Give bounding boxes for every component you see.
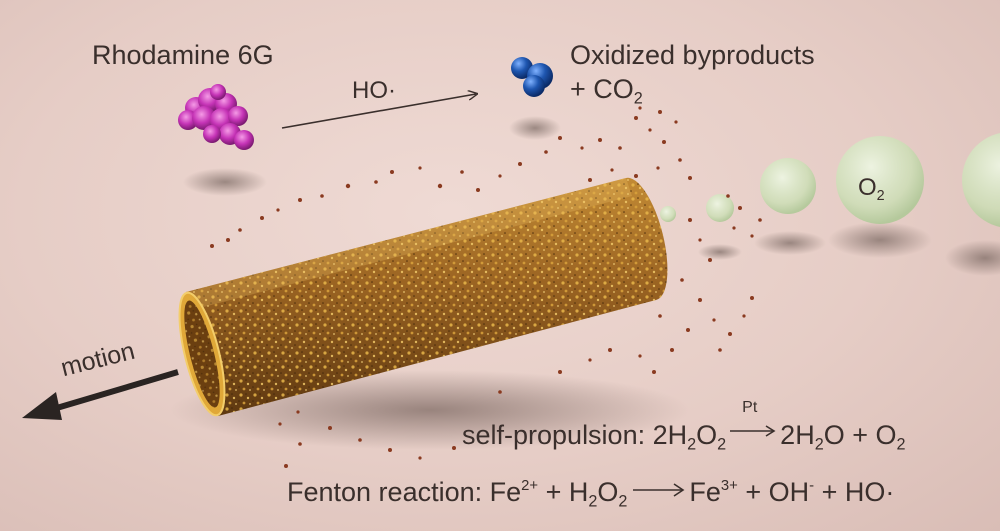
fenton-arrow-icon [633, 483, 685, 497]
bubble-shadow-edge [945, 240, 1000, 276]
bubble-shadow-large [828, 222, 932, 258]
rhodamine-shadow [183, 168, 267, 196]
bubble-shadow-small [698, 244, 742, 260]
iron-particles [210, 106, 762, 468]
byproduct-shadow [509, 116, 561, 140]
bubble-shadow-medium [754, 231, 826, 255]
products-label-line1: Oxidized byproducts [570, 40, 815, 70]
rhodamine-molecule [178, 84, 254, 150]
catalyst-arrow-icon: Pt [730, 399, 776, 441]
products-label-line2: + CO2 [570, 74, 643, 108]
micromotor-tube [178, 177, 668, 417]
motion-arrow-icon [22, 369, 179, 420]
catalyst-label: Pt [742, 399, 758, 417]
oxygen-bubbles [660, 133, 1000, 227]
reaction-arrow-icon [281, 94, 476, 129]
byproduct-molecule [511, 57, 553, 97]
oxidant-label: HO· [352, 77, 396, 104]
oxygen-bubble-label: O2 [858, 174, 885, 205]
reactant-label: Rhodamine 6G [92, 40, 274, 70]
